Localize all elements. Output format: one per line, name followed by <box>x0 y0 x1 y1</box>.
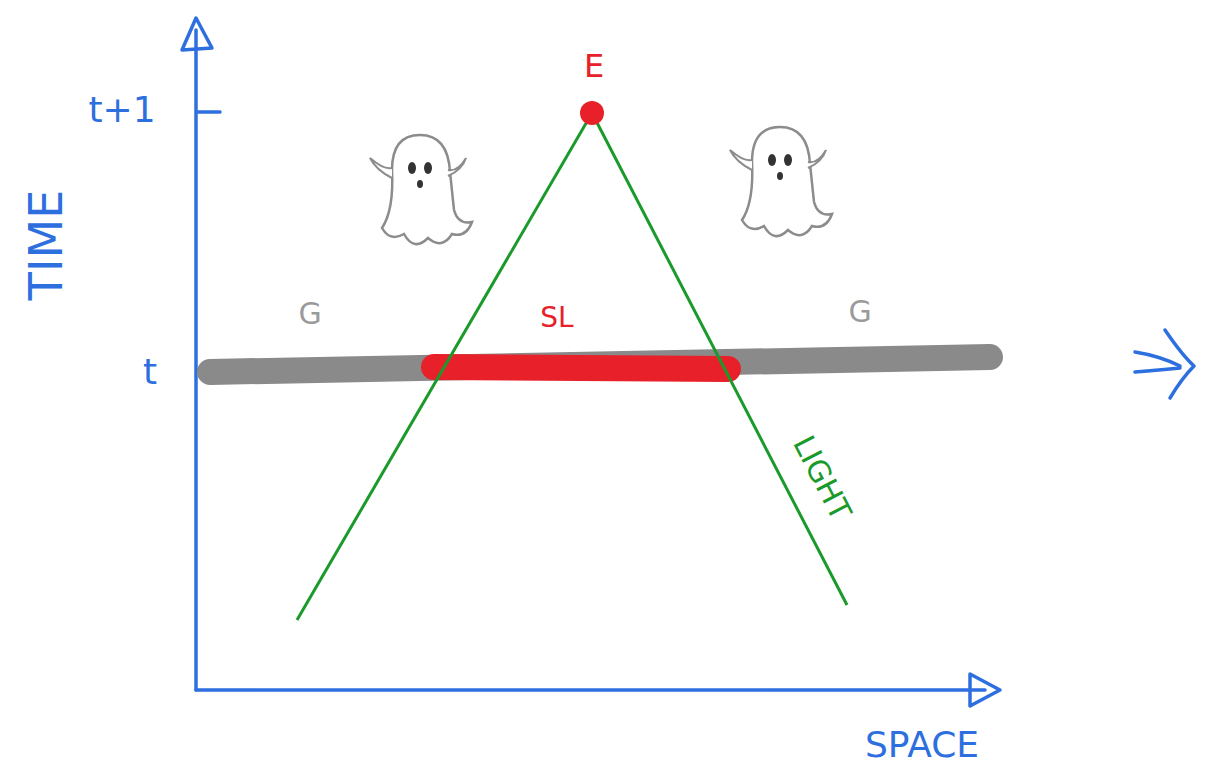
ghost <box>370 135 472 244</box>
event-label: E <box>584 50 604 82</box>
implies-arrow <box>1135 330 1194 398</box>
tick-label: t+1 <box>88 92 155 128</box>
time-arrowhead <box>182 18 212 50</box>
ghost <box>730 127 832 236</box>
tick-label: t <box>143 354 157 390</box>
event-point <box>580 101 604 125</box>
axes <box>182 18 1194 706</box>
band-label: G <box>848 297 871 327</box>
grey-band <box>210 357 990 372</box>
time-axis <box>194 30 198 690</box>
segment-label: SL <box>540 304 573 332</box>
band-label: G <box>298 299 321 329</box>
space-arrowhead <box>970 674 1000 706</box>
light-line <box>592 113 847 605</box>
space-axis <box>196 688 985 692</box>
light-line <box>297 113 592 620</box>
axis-label: SPACE <box>865 727 979 763</box>
red-segment <box>434 367 728 369</box>
axis-label: TIME <box>23 190 69 300</box>
tick <box>198 110 220 114</box>
